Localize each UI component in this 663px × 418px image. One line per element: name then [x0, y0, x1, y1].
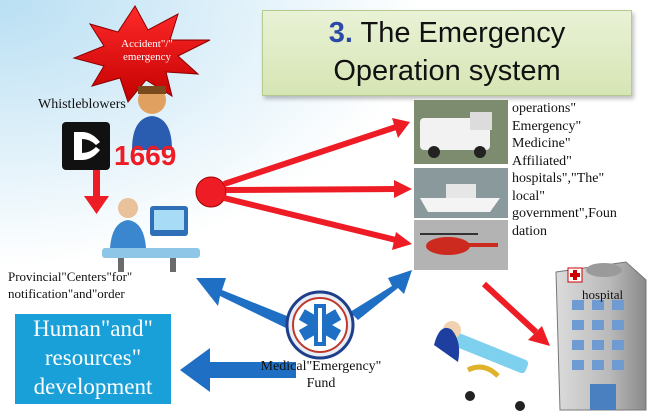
arrow-to-hospital: [481, 281, 550, 346]
provincial-centers-line-1: Provincial"Centers"for": [8, 269, 133, 284]
whistleblowers-label: Whistleblowers: [38, 97, 126, 112]
human-resources-line-2: resources": [44, 345, 142, 370]
ems-logo-icon: [285, 290, 355, 360]
arrow-fund-to-hr: [180, 348, 296, 392]
ambulance-van-image: [414, 100, 508, 164]
title-box: 3. The Emergency Operation system: [262, 10, 632, 96]
operations-list: operations" Emergency" Medicine" Affilia…: [512, 100, 662, 240]
title-number: 3.: [328, 17, 353, 49]
provincial-centers-label: Provincial"Centers"for" notification"and…: [8, 268, 178, 302]
title-line-2: Operation system: [333, 55, 561, 87]
arrow-fund-to-vehicles: [350, 270, 412, 320]
operations-line: local": [512, 188, 545, 204]
hospital-label: hospital: [582, 287, 624, 302]
accident-label: Accident"/" emergency: [102, 38, 192, 64]
human-resources-box: Human"and" resources" development: [15, 314, 171, 404]
human-resources-line-1: Human"and": [33, 316, 153, 341]
dispatch-hub-dot: [195, 176, 227, 208]
operations-line: hospitals","The": [512, 171, 605, 186]
accident-label-line-2: emergency: [122, 51, 172, 63]
operations-line: Medicine": [512, 136, 571, 151]
stretcher-paramedics-icon: [434, 321, 529, 411]
medical-fund-line-2: Fund: [306, 376, 336, 391]
hospital-building-icon: [555, 261, 647, 411]
medical-fund-label: Medical"Emergency" Fund: [246, 358, 396, 392]
blue-arrows: [180, 270, 412, 392]
accident-label-line-1: Accident"/": [121, 38, 173, 50]
phone-icon: [62, 122, 110, 170]
rescue-boat-image: [414, 168, 508, 218]
human-resources-line-3: development: [33, 374, 153, 399]
hotline-number: 1669: [114, 140, 177, 171]
arrow-phone-to-center: [84, 170, 109, 214]
whistleblower-person-icon: [132, 86, 172, 150]
operations-line: government",Foun: [512, 206, 617, 221]
operations-line: Affiliated": [512, 153, 572, 169]
title-line-1: 3. The Emergency: [263, 17, 631, 50]
title-text: The Emergency: [360, 17, 566, 49]
arrows-hub-to-vehicles: [223, 118, 412, 250]
provincial-centers-line-2: notification"and"order: [8, 286, 125, 301]
arrow-fund-to-centers: [196, 278, 292, 328]
helicopter-image: [414, 220, 508, 270]
operations-line: operations": [512, 101, 577, 116]
call-center-operator-icon: [102, 198, 200, 272]
medical-fund-line-1: Medical"Emergency": [260, 359, 382, 374]
operations-line: dation: [512, 223, 547, 239]
accident-burst-icon: [72, 5, 211, 104]
operations-line: Emergency": [512, 118, 582, 134]
